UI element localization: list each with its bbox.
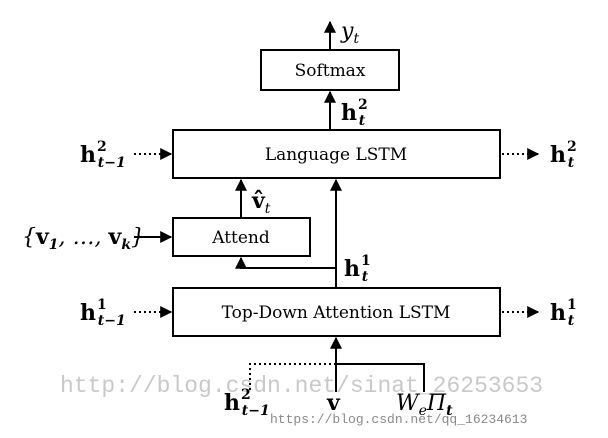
td-to-attend-arrow [235,256,336,269]
softmax-label: Softmax [295,61,366,81]
top-down-lstm-label: Top-Down Attention LSTM [222,303,451,323]
language-lstm-label: Language LSTM [265,145,407,165]
y-t-label: yt [340,19,359,47]
feature-set-label: {v1, …, vk} [22,224,145,253]
attend-label: Attend [211,228,270,248]
input-we-line [336,363,425,392]
input-v-label: v [326,390,341,416]
vhat-label: v̂t [251,188,271,217]
watermark-large: http://blog.csdn.net/sinat_26253653 [60,373,543,399]
softmax-box [260,49,400,91]
input-h2-line [249,363,336,390]
top-down-lstm-box [172,287,501,337]
watermark-small: https://blog.csdn.net/qq_16234613 [270,412,527,427]
input-we-label: WeΠt [396,391,453,419]
language-lstm-box [172,129,501,179]
